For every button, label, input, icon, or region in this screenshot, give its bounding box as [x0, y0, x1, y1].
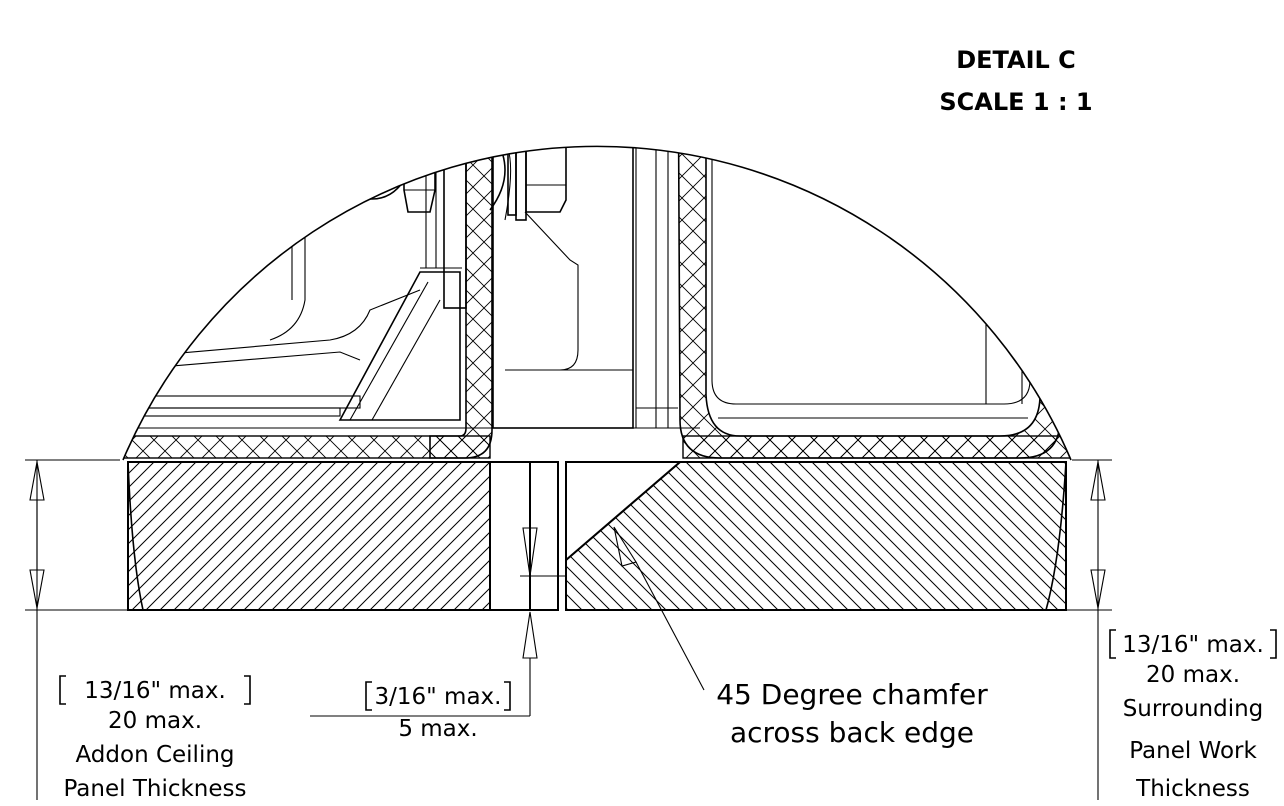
chamfer-callout-line1: 45 Degree chamfer	[716, 678, 988, 711]
gap-cover	[489, 461, 531, 611]
addon-panel-left	[127, 461, 491, 611]
addon-metric: 20 max.	[108, 708, 202, 734]
eye-bolt	[335, 146, 436, 213]
addon-desc-1: Addon Ceiling	[75, 742, 234, 768]
frame-bottom-band	[123, 435, 491, 459]
gap-metric: 5 max.	[398, 716, 477, 742]
right-angle-wall	[677, 146, 1061, 459]
surrounding-desc-2: Panel Work	[1129, 738, 1257, 764]
addon-dimension-label: 13/16" max. 20 max. Addon Ceiling Panel …	[59, 675, 251, 802]
hex-nut	[489, 146, 567, 221]
addon-imperial: 13/16" max.	[84, 678, 226, 704]
detail-title: DETAIL C	[956, 46, 1076, 74]
left-angle-wall	[429, 146, 493, 459]
dimension-lines	[25, 459, 1112, 800]
detail-scale: SCALE 1 : 1	[939, 88, 1092, 116]
surrounding-desc-3: Thickness	[1135, 776, 1250, 802]
gap-dimension-label: 3/16" max. 5 max.	[365, 681, 511, 742]
addon-desc-2: Panel Thickness	[63, 776, 246, 802]
gap-imperial: 3/16" max.	[375, 684, 502, 710]
surrounding-imperial: 13/16" max.	[1122, 632, 1264, 658]
detail-circle-outline	[122, 145, 1072, 461]
chamfer-void	[565, 461, 683, 563]
chamfer-callout-line2: across back edge	[730, 716, 974, 749]
surrounding-desc-1: Surrounding	[1123, 696, 1264, 722]
assembly-section	[123, 146, 1071, 459]
surrounding-dimension-label: 13/16" max. 20 max. Surrounding Panel Wo…	[1109, 629, 1277, 802]
surrounding-metric: 20 max.	[1146, 662, 1240, 688]
addon-panel-right-strip	[529, 461, 559, 611]
surrounding-panel	[565, 461, 1067, 611]
